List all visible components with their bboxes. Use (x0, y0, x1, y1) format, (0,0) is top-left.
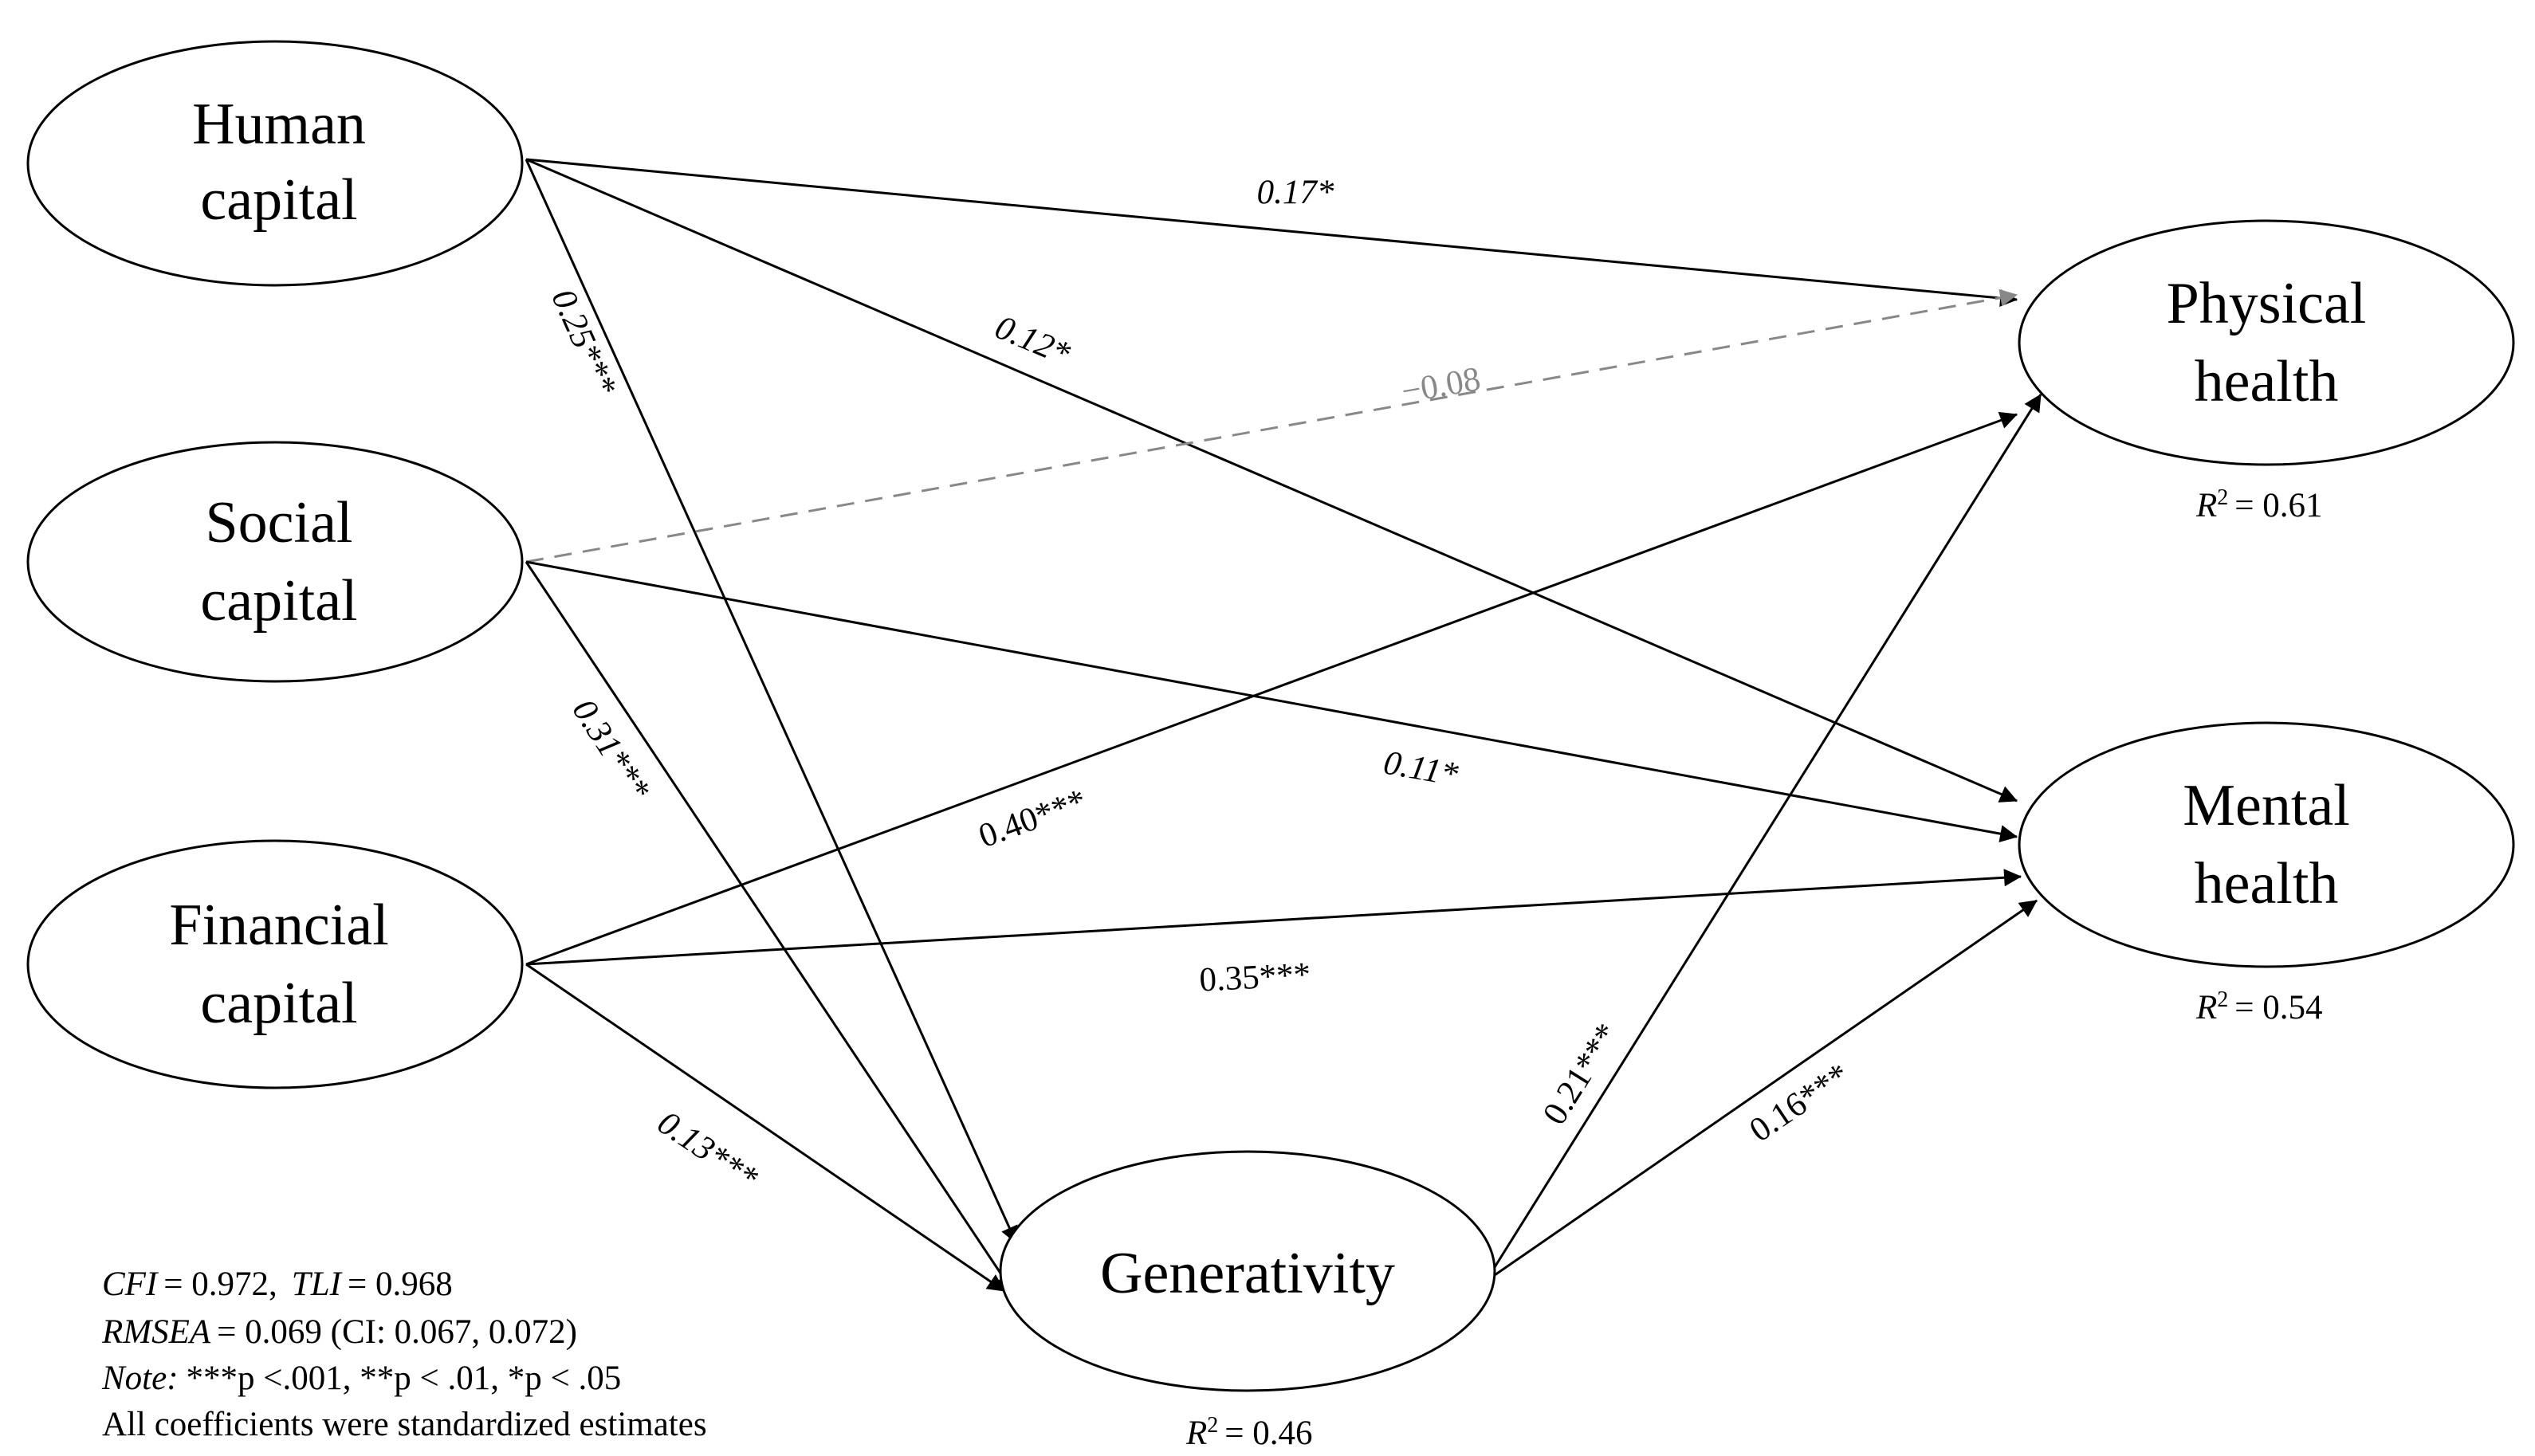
r2-generativity-symbol: R (1185, 1415, 1207, 1452)
r2-mental-symbol: R (2195, 989, 2217, 1026)
path-financial-mental (525, 869, 2022, 966)
r2-physical-sup: 2 (2217, 485, 2228, 510)
path-generativity-mental (1494, 899, 2038, 1277)
r2-physical: R2= 0.61 (2195, 485, 2323, 525)
node-mental-health: Mental health (2018, 721, 2515, 968)
cfi-label: CFI (102, 1266, 159, 1303)
node-generativity: Generativity (999, 1150, 1496, 1392)
coef-generativity-mental: 0.16*** (1743, 1056, 1856, 1149)
fit-line-standardized: All coefficients were standardized estim… (102, 1406, 707, 1443)
node-mental-line1: Mental (2183, 773, 2350, 838)
note-text: ***p <.001, **p < .01, *p < .05 (187, 1360, 622, 1397)
fit-line-rmsea: RMSEA= 0.069 (CI: 0.067, 0.072) (101, 1313, 577, 1351)
node-social-capital: Social capital (26, 441, 524, 683)
fit-line-note: Note:***p <.001, **p < .01, *p < .05 (101, 1360, 621, 1397)
coef-social-generativity: 0.31*** (565, 693, 658, 806)
coef-financial-mental: 0.35*** (1198, 956, 1311, 999)
r2-physical-symbol: R (2195, 487, 2217, 524)
fit-line-cfi-tli: CFI= 0.972, TLI= 0.968 (102, 1266, 453, 1303)
node-physical-health: Physical health (2018, 219, 2515, 466)
coef-human-generativity: 0.25*** (544, 284, 623, 401)
r2-mental: R2= 0.54 (2195, 987, 2323, 1027)
path-generativity-physical (1493, 394, 2042, 1268)
path-human-physical (525, 158, 2018, 307)
r2-physical-value: = 0.61 (2234, 487, 2322, 524)
path-social-physical (525, 288, 2018, 563)
rmsea-label: RMSEA (101, 1313, 211, 1351)
node-social-line2: capital (200, 568, 357, 634)
path-financial-physical (525, 411, 2018, 966)
r2-mental-sup: 2 (2217, 987, 2228, 1012)
node-human-line1: Human (192, 92, 366, 157)
coef-generativity-physical: 0.21*** (1536, 1017, 1627, 1131)
path-financial-generativity (525, 963, 1005, 1293)
node-financial-capital: Financial capital (26, 839, 524, 1089)
path-social-generativity (525, 561, 1014, 1292)
r2-generativity: R2= 0.46 (1185, 1413, 1313, 1453)
r2-generativity-value: = 0.46 (1224, 1415, 1312, 1452)
node-human-capital: Human capital (26, 40, 524, 287)
node-generativity-label: Generativity (1100, 1241, 1395, 1306)
node-mental-line2: health (2195, 851, 2339, 916)
path-social-mental (525, 560, 2018, 843)
path-human-mental (525, 158, 2018, 803)
coef-human-physical: 0.17* (1257, 174, 1334, 211)
node-physical-line1: Physical (2167, 271, 2367, 336)
node-physical-line2: health (2195, 349, 2339, 414)
node-financial-line1: Financial (169, 893, 388, 958)
tli-value: = 0.968 (348, 1266, 453, 1303)
node-social-line1: Social (206, 490, 353, 555)
coef-social-mental: 0.11* (1381, 744, 1461, 794)
note-label: Note: (101, 1360, 179, 1397)
coef-social-physical: −0.08 (1399, 360, 1484, 411)
tli-label: TLI (292, 1266, 343, 1303)
rmsea-value: = 0.069 (CI: 0.067, 0.072) (217, 1313, 577, 1351)
r2-mental-value: = 0.54 (2234, 989, 2322, 1026)
r2-generativity-sup: 2 (1207, 1413, 1218, 1438)
path-human-generativity (525, 159, 1018, 1245)
coef-financial-generativity: 0.13*** (650, 1104, 764, 1197)
cfi-value: = 0.972, (163, 1266, 277, 1303)
node-human-line2: capital (200, 167, 357, 233)
node-financial-line2: capital (200, 971, 357, 1036)
